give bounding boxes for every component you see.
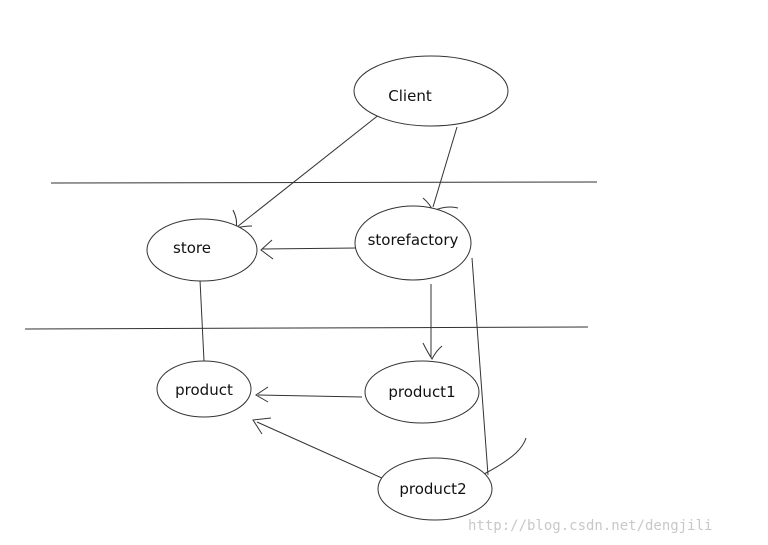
- node-product1: product1: [364, 360, 480, 424]
- node-product2: product2: [377, 457, 493, 521]
- edge-product2-to-product: [252, 417, 385, 480]
- node-client-label: Client: [388, 87, 432, 105]
- edge-storefactory-to-product2: [471, 257, 527, 476]
- node-store-label: store: [173, 239, 211, 257]
- edge-storefactory-to-store: [260, 239, 358, 260]
- layer-divider-top: [50, 181, 598, 184]
- edge-product1-to-product: [255, 386, 363, 403]
- node-storefactory-label: storefactory: [368, 231, 459, 249]
- node-store: store: [146, 218, 258, 282]
- edge-client-to-store: [232, 109, 386, 229]
- watermark-text: http://blog.csdn.net/dengjili: [468, 518, 712, 534]
- node-product: product: [156, 360, 252, 418]
- edge-store-to-product: [199, 279, 205, 362]
- node-storefactory: storefactory: [354, 205, 472, 281]
- node-client: Client: [353, 55, 509, 127]
- node-product-label: product: [175, 381, 233, 399]
- node-product2-label: product2: [399, 480, 466, 498]
- edge-client-to-storefactory: [422, 126, 459, 212]
- node-product1-label: product1: [388, 383, 455, 401]
- layer-divider-bottom: [24, 326, 589, 330]
- edge-storefactory-to-product1: [422, 284, 443, 360]
